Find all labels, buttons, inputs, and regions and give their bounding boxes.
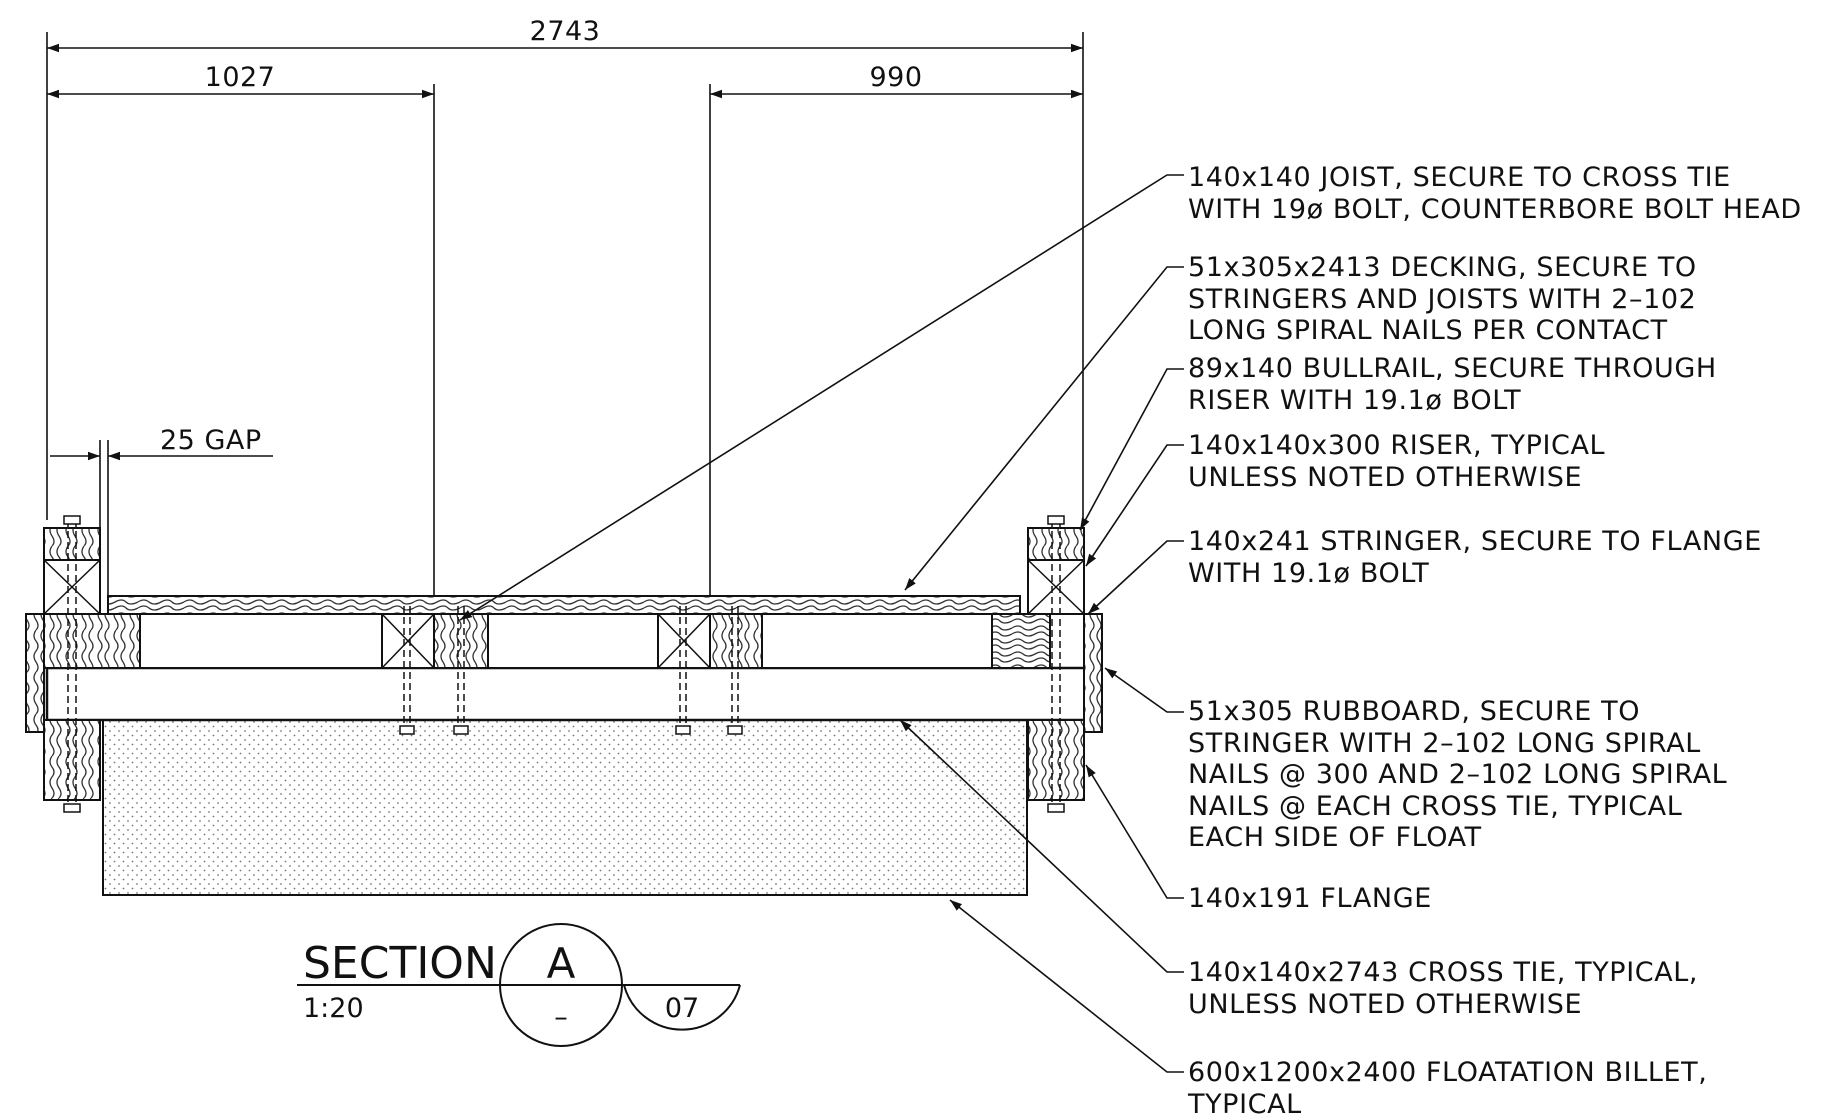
stringer-center-right bbox=[762, 614, 992, 668]
note-line: NAILS @ EACH CROSS TIE, TYPICAL bbox=[1188, 791, 1727, 823]
flange-right bbox=[1028, 720, 1084, 800]
note-line: 140x140 JOIST, SECURE TO CROSS TIE bbox=[1188, 162, 1802, 194]
stringer-mid-left bbox=[434, 614, 488, 668]
bullrail-left bbox=[44, 528, 100, 560]
dim-left: 1027 bbox=[205, 62, 276, 93]
section-scale: 1:20 bbox=[303, 993, 364, 1024]
note-decking: 51x305x2413 DECKING, SECURE TO STRINGERS… bbox=[1188, 252, 1697, 347]
note-rubboard: 51x305 RUBBOARD, SECURE TO STRINGER WITH… bbox=[1188, 696, 1727, 854]
section-ref-left: – bbox=[554, 1002, 568, 1033]
note-line: 89x140 BULLRAIL, SECURE THROUGH bbox=[1188, 353, 1717, 385]
note-line: UNLESS NOTED OTHERWISE bbox=[1188, 989, 1698, 1021]
note-riser: 140x140x300 RISER, TYPICAL UNLESS NOTED … bbox=[1188, 430, 1605, 493]
note-flange: 140x191 FLANGE bbox=[1188, 883, 1432, 915]
note-line: EACH SIDE OF FLOAT bbox=[1188, 822, 1727, 854]
note-line: RISER WITH 19.1ø BOLT bbox=[1188, 385, 1717, 417]
note-line: STRINGERS AND JOISTS WITH 2–102 bbox=[1188, 284, 1697, 316]
note-line: 140x140x2743 CROSS TIE, TYPICAL, bbox=[1188, 957, 1698, 989]
cross-tie bbox=[47, 668, 1090, 720]
note-stringer: 140x241 STRINGER, SECURE TO FLANGE WITH … bbox=[1188, 526, 1762, 589]
note-line: 51x305x2413 DECKING, SECURE TO bbox=[1188, 252, 1697, 284]
decking bbox=[108, 596, 1020, 614]
note-cross-tie: 140x140x2743 CROSS TIE, TYPICAL, UNLESS … bbox=[1188, 957, 1698, 1020]
note-line: UNLESS NOTED OTHERWISE bbox=[1188, 462, 1605, 494]
section-word: SECTION bbox=[303, 938, 497, 989]
note-billet: 600x1200x2400 FLOATATION BILLET, TYPICAL bbox=[1188, 1057, 1707, 1120]
stringer-center bbox=[488, 614, 658, 668]
dim-right: 990 bbox=[869, 62, 922, 93]
stringer-right bbox=[992, 614, 1050, 668]
stringer-center-left bbox=[140, 614, 382, 668]
dimension-lines bbox=[47, 32, 1083, 596]
rubboard-left bbox=[26, 614, 44, 732]
note-bullrail: 89x140 BULLRAIL, SECURE THROUGH RISER WI… bbox=[1188, 353, 1717, 416]
section-letter: A bbox=[547, 939, 576, 988]
stringer-mid-right bbox=[710, 614, 762, 668]
note-line: NAILS @ 300 AND 2–102 LONG SPIRAL bbox=[1188, 759, 1727, 791]
note-line: LONG SPIRAL NAILS PER CONTACT bbox=[1188, 315, 1697, 347]
note-line: 140x191 FLANGE bbox=[1188, 883, 1432, 915]
section-ref-sheet: 07 bbox=[665, 993, 699, 1024]
dim-gap: 25 GAP bbox=[160, 425, 262, 456]
dim-overall: 2743 bbox=[530, 16, 601, 47]
note-line: TYPICAL bbox=[1188, 1089, 1707, 1120]
flange-left bbox=[44, 720, 100, 800]
note-line: WITH 19ø BOLT, COUNTERBORE BOLT HEAD bbox=[1188, 194, 1802, 226]
floatation-billet bbox=[103, 720, 1027, 895]
bullrail-right bbox=[1028, 528, 1084, 560]
note-line: WITH 19.1ø BOLT bbox=[1188, 558, 1762, 590]
note-joist: 140x140 JOIST, SECURE TO CROSS TIE WITH … bbox=[1188, 162, 1802, 225]
note-line: STRINGER WITH 2–102 LONG SPIRAL bbox=[1188, 728, 1727, 760]
note-line: 600x1200x2400 FLOATATION BILLET, bbox=[1188, 1057, 1707, 1089]
rubboard-right bbox=[1084, 614, 1102, 732]
note-line: 140x241 STRINGER, SECURE TO FLANGE bbox=[1188, 526, 1762, 558]
note-line: 140x140x300 RISER, TYPICAL bbox=[1188, 430, 1605, 462]
note-line: 51x305 RUBBOARD, SECURE TO bbox=[1188, 696, 1727, 728]
